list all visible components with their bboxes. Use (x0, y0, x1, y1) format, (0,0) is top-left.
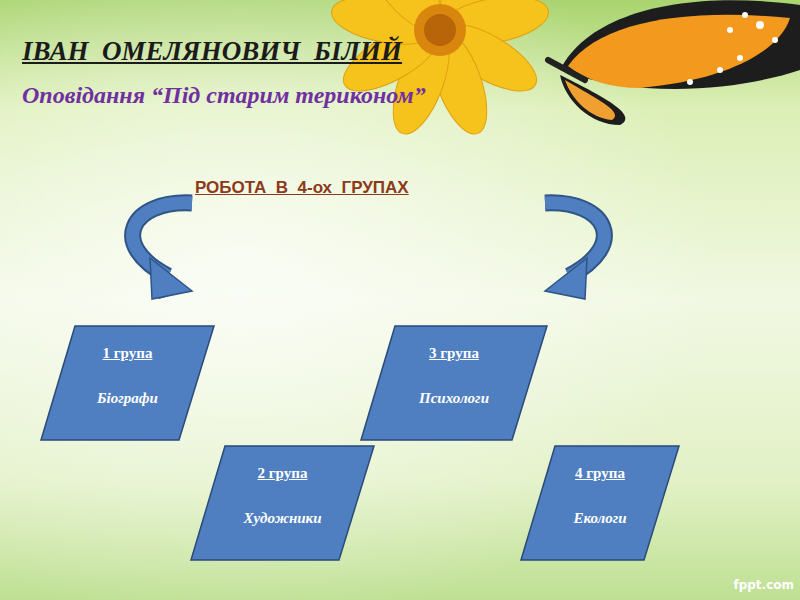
group-box: 2 групаХудожники (190, 445, 375, 561)
box-shape (41, 326, 214, 440)
group-number: 3 група (429, 345, 479, 362)
subtitle: Оповідання “Під старим териконом” (22, 82, 426, 109)
curved-arrow (133, 203, 192, 299)
group-box: 3 групаПсихологи (360, 325, 548, 441)
group-box: 1 групаБіографи (40, 325, 215, 441)
flower (328, 0, 552, 141)
parallelogram-outline (40, 325, 215, 441)
group-role: Біографи (97, 390, 158, 407)
group-number: 2 група (258, 465, 308, 482)
slide-title: ІВАН ОМЕЛЯНОВИЧ БІЛИЙ (22, 36, 402, 67)
butterfly (548, 0, 800, 125)
curved-arrow (545, 203, 604, 299)
parallelogram-outline (520, 445, 680, 561)
box-shape (361, 326, 547, 440)
group-role: Художники (243, 510, 321, 527)
box-shape (191, 446, 374, 560)
group-role: Екологи (573, 510, 626, 527)
watermark: fppt.com (733, 578, 794, 592)
parallelogram-outline (360, 325, 548, 441)
group-number: 1 група (103, 345, 153, 362)
group-box: 4 групаЕкологи (520, 445, 680, 561)
box-shape (521, 446, 679, 560)
group-number: 4 група (575, 465, 625, 482)
parallelogram-outline (190, 445, 375, 561)
section-heading: РОБОТА В 4-ох ГРУПАХ (195, 178, 409, 198)
group-role: Психологи (419, 390, 489, 407)
